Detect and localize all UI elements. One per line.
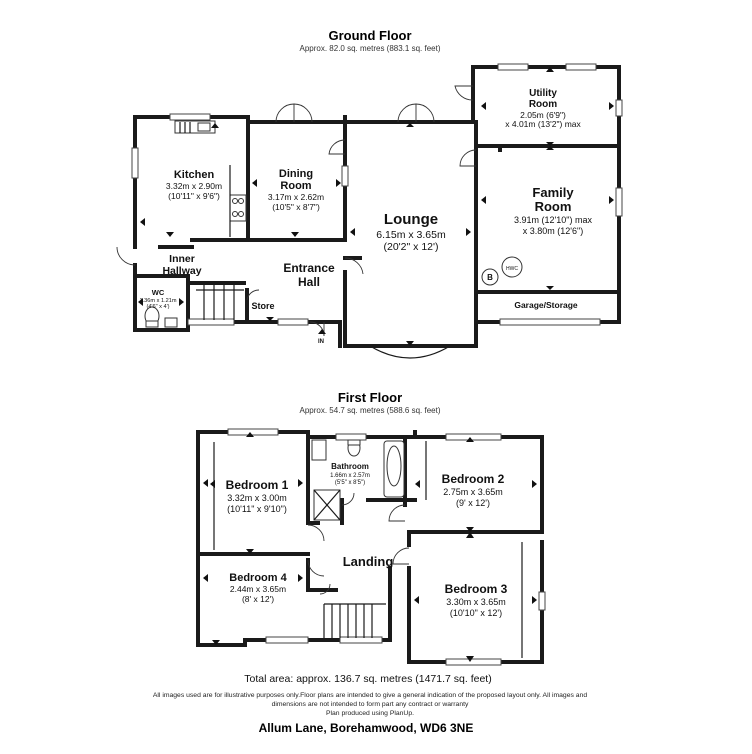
utility-room-label: Utility Room 2.05m (6'9") x 4.01m (13'2"… <box>505 88 581 129</box>
entrance-hall-name-1: Entrance <box>283 261 335 275</box>
dining-room-name-2: Room <box>280 180 311 192</box>
first-floor-doors <box>307 492 410 595</box>
boiler-label: B <box>487 273 493 282</box>
lounge-label: Lounge 6.15m x 3.65m (20'2" x 12') <box>376 211 446 253</box>
dining-room-dimensions-imperial: (10'5" x 8'7") <box>272 202 320 212</box>
bedroom-1-dimensions-imperial: (10'11" x 9'10") <box>227 504 287 514</box>
wc-dimensions-imperial: (4'6" x 4') <box>146 304 169 310</box>
bedroom-2-name: Bedroom 2 <box>442 472 505 486</box>
bathroom-dimensions-imperial: (5'5" x 8'5") <box>335 480 365 486</box>
wc-dimensions: 1.36m x 1.21m <box>140 298 177 304</box>
lounge-dimensions: 6.15m x 3.65m <box>376 229 446 241</box>
utility-room-dimensions-2: x 4.01m (13'2") max <box>505 119 581 129</box>
bedroom-2-dimensions-imperial: (9' x 12') <box>456 498 490 508</box>
disclaimer-line-2: dimensions are not intended to form part… <box>272 701 469 708</box>
lounge-dimensions-imperial: (20'2" x 12') <box>383 241 438 253</box>
hot-water-cylinder-icon <box>501 256 523 278</box>
landing-label: Landing <box>343 554 394 569</box>
first-floor-fixtures <box>213 439 523 658</box>
dining-room-name-1: Dining <box>279 168 313 180</box>
family-room-name-2: Room <box>535 199 572 214</box>
bathroom-label: Bathroom 1.66m x 2.57m (5'5" x 8'5") <box>330 462 370 486</box>
ground-floor-title: Ground Floor <box>328 28 411 43</box>
utility-room-dimensions: 2.05m (6'9") <box>520 110 566 120</box>
bedroom-1-label: Bedroom 1 3.32m x 3.00m (10'11" x 9'10") <box>226 478 289 514</box>
garage-storage-label: Garage/Storage <box>514 300 578 310</box>
first-floor: First Floor Approx. 54.7 sq. metres (588… <box>196 390 546 666</box>
bedroom-4-dimensions-imperial: (8' x 12') <box>242 594 274 604</box>
inner-hallway-label: Inner Hallway <box>162 253 201 277</box>
wc-name: WC <box>152 288 165 297</box>
bedroom-3-dimensions-imperial: (10'10" x 12') <box>450 608 502 618</box>
entrance-hall-name-2: Hall <box>298 275 320 289</box>
entrance-hall-label: Entrance Hall <box>283 261 335 289</box>
utility-room-name-1: Utility <box>529 88 557 99</box>
bay-window <box>369 345 451 359</box>
bedroom-3-dimensions: 3.30m x 3.65m <box>446 597 506 607</box>
ground-floor-dimension-arrows <box>138 67 614 346</box>
store-label: Store <box>251 301 274 311</box>
footer: Total area: approx. 136.7 sq. metres (14… <box>153 673 587 735</box>
first-floor-area: Approx. 54.7 sq. metres (588.6 sq. feet) <box>300 406 441 415</box>
kitchen-name: Kitchen <box>174 169 215 181</box>
boiler-icon <box>481 268 499 286</box>
ground-floor-doors <box>116 85 477 337</box>
bedroom-2-label: Bedroom 2 2.75m x 3.65m (9' x 12') <box>442 472 505 508</box>
ground-floor: Ground Floor Approx. 82.0 sq. metres (88… <box>116 28 623 359</box>
dining-room-label: Dining Room 3.17m x 2.62m (10'5" x 8'7") <box>268 168 324 212</box>
bedroom-1-dimensions: 3.32m x 3.00m <box>227 493 287 503</box>
inner-hallway-name-1: Inner <box>169 253 195 265</box>
inner-hallway-name-2: Hallway <box>162 265 201 277</box>
dining-room-dimensions: 3.17m x 2.62m <box>268 192 324 202</box>
kitchen-dimensions: 3.32m x 2.90m <box>166 181 222 191</box>
kitchen-dimensions-imperial: (10'11" x 9'6") <box>168 191 220 201</box>
family-room-label: Family Room 3.91m (12'10") max x 3.80m (… <box>514 185 592 236</box>
ground-floor-area: Approx. 82.0 sq. metres (883.1 sq. feet) <box>300 44 441 53</box>
bedroom-1-name: Bedroom 1 <box>226 478 289 492</box>
ground-floor-windows <box>131 63 623 359</box>
bedroom-2-dimensions: 2.75m x 3.65m <box>443 487 503 497</box>
lounge-name: Lounge <box>384 211 438 228</box>
bedroom-3-name: Bedroom 3 <box>445 582 508 596</box>
family-room-name-1: Family <box>532 185 574 200</box>
utility-room-name-2: Room <box>529 99 557 110</box>
entrance-in-label: IN <box>318 339 324 345</box>
total-area: Total area: approx. 136.7 sq. metres (14… <box>244 673 491 685</box>
first-floor-windows <box>227 428 546 666</box>
bedroom-3-label: Bedroom 3 3.30m x 3.65m (10'10" x 12') <box>445 582 508 618</box>
bedroom-4-dimensions: 2.44m x 3.65m <box>230 584 286 594</box>
bedroom-4-label: Bedroom 4 2.44m x 3.65m (8' x 12') <box>229 572 287 604</box>
kitchen-label: Kitchen 3.32m x 2.90m (10'11" x 9'6") <box>166 169 222 201</box>
disclaimer-line-1: All images used are for illustrative pur… <box>153 692 587 699</box>
ground-floor-fixtures <box>144 120 523 328</box>
bathroom-name: Bathroom <box>331 462 369 471</box>
property-address: Allum Lane, Borehamwood, WD6 3NE <box>259 721 474 735</box>
disclaimer-line-3: Plan produced using PlanUp. <box>326 710 414 717</box>
first-floor-dimension-arrows <box>203 432 537 662</box>
bathroom-dimensions: 1.66m x 2.57m <box>330 473 370 479</box>
first-floor-walls <box>196 430 544 664</box>
first-floor-title: First Floor <box>338 390 402 405</box>
family-room-dimensions-2: x 3.80m (12'6") <box>523 226 583 236</box>
wc-label: WC 1.36m x 1.21m (4'6" x 4') <box>140 288 177 310</box>
family-room-dimensions: 3.91m (12'10") max <box>514 215 592 225</box>
bedroom-4-name: Bedroom 4 <box>229 572 287 584</box>
hwc-label: HWC <box>506 266 518 272</box>
